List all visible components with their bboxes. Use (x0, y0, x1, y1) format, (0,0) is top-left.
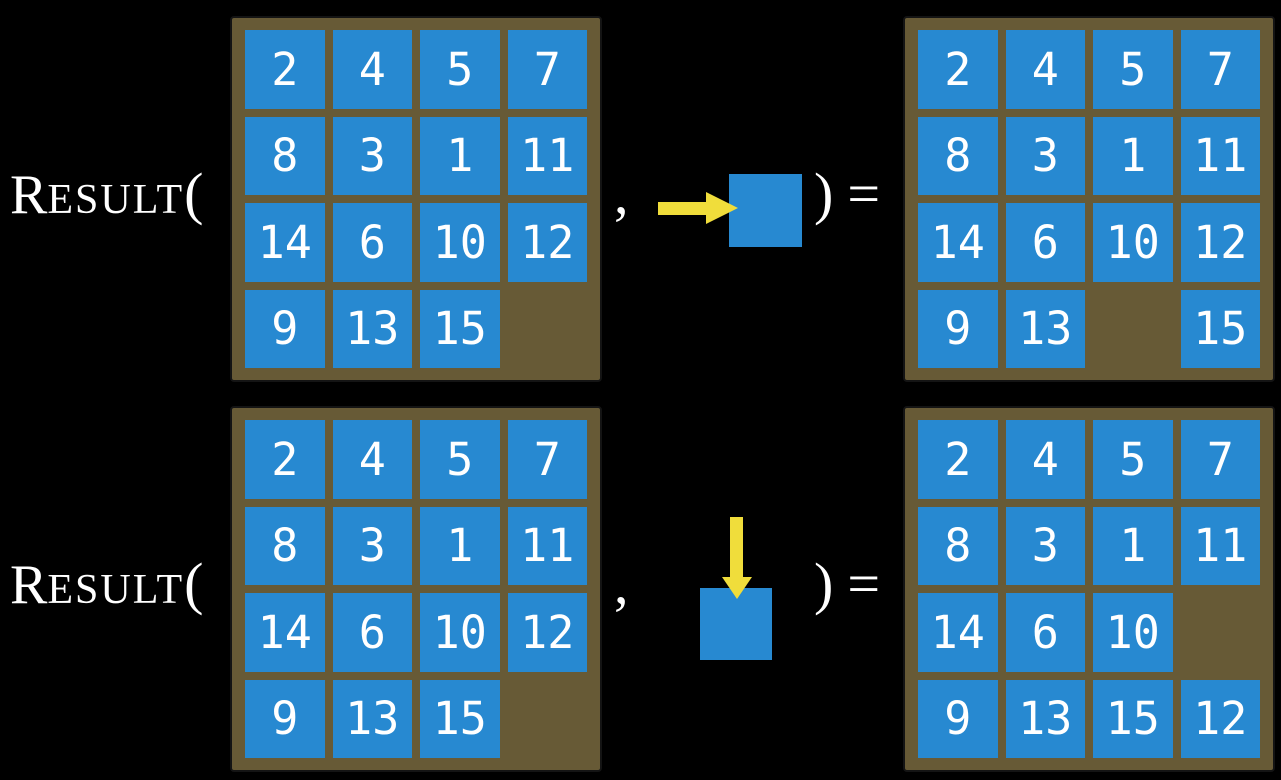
puzzle-tile: 13 (332, 679, 412, 758)
puzzle-tile: 15 (420, 289, 500, 368)
blank-cell (508, 680, 588, 759)
puzzle-tile: 5 (1093, 30, 1173, 109)
puzzle-tile: 15 (1180, 289, 1260, 368)
argument-comma: , (614, 551, 629, 616)
puzzle-tile: 12 (1180, 679, 1260, 758)
arrow-shaft (730, 517, 743, 579)
function-name-initial: R (10, 554, 48, 616)
puzzle-tile: 11 (1180, 116, 1260, 195)
puzzle-tile: 5 (420, 420, 500, 499)
puzzle-tile: 4 (1005, 420, 1085, 499)
puzzle-tile: 9 (918, 289, 998, 368)
puzzle-tile: 14 (245, 203, 325, 282)
puzzle-tile: 10 (420, 593, 500, 672)
puzzle-tile: 6 (1005, 203, 1085, 282)
puzzle-tile: 13 (1005, 679, 1085, 758)
puzzle-tile: 10 (1093, 203, 1173, 282)
moved-tile-square (700, 588, 772, 660)
puzzle-tile: 4 (1005, 30, 1085, 109)
puzzle-tile: 10 (1093, 593, 1173, 672)
puzzle-tile: 9 (918, 679, 998, 758)
puzzle-tile: 9 (245, 289, 325, 368)
puzzle-tile: 8 (245, 506, 325, 585)
puzzle-tile: 6 (1005, 593, 1085, 672)
puzzle-tile: 4 (332, 30, 412, 109)
puzzle-tile: 6 (332, 593, 412, 672)
move-down-arrow-icon (722, 517, 752, 599)
puzzle-tile: 14 (245, 593, 325, 672)
puzzle-tile: 8 (918, 506, 998, 585)
close-paren-equals: ) = (814, 555, 880, 613)
equals-sign: = (847, 161, 881, 226)
puzzle-tile: 2 (918, 30, 998, 109)
puzzle-tile: 3 (1005, 506, 1085, 585)
puzzle-tile: 2 (245, 420, 325, 499)
function-name-initial: R (10, 164, 48, 226)
close-paren-equals: ) = (814, 165, 880, 223)
function-name-rest: ESULT (47, 567, 185, 613)
puzzle-tile: 7 (1180, 30, 1260, 109)
open-paren: ( (184, 161, 204, 226)
open-paren: ( (184, 551, 204, 616)
close-paren: ) (814, 161, 834, 226)
puzzle-tile: 2 (245, 30, 325, 109)
equals-sign: = (847, 551, 881, 616)
puzzle-tile: 8 (918, 116, 998, 195)
moved-tile-square (729, 174, 802, 247)
puzzle-tile: 7 (507, 30, 587, 109)
puzzle-tile: 4 (332, 420, 412, 499)
puzzle-tile: 11 (507, 116, 587, 195)
puzzle-tile: 11 (507, 506, 587, 585)
function-name-rest: ESULT (47, 177, 185, 223)
puzzle-tile: 11 (1180, 506, 1260, 585)
arrow-head (706, 192, 738, 224)
puzzle-tile: 7 (507, 420, 587, 499)
puzzle-tile: 12 (1180, 203, 1260, 282)
puzzle-tile: 13 (1005, 289, 1085, 368)
puzzle-tile: 15 (1093, 679, 1173, 758)
puzzle-tile: 15 (420, 679, 500, 758)
puzzle-tile: 14 (918, 203, 998, 282)
puzzle-tile: 6 (332, 203, 412, 282)
puzzle-tile: 8 (245, 116, 325, 195)
puzzle-tile: 1 (1093, 506, 1173, 585)
puzzle-tile: 5 (1093, 420, 1173, 499)
puzzle-tile: 9 (245, 679, 325, 758)
puzzle-tile: 3 (332, 116, 412, 195)
puzzle-tile: 3 (332, 506, 412, 585)
puzzle-tile: 1 (1093, 116, 1173, 195)
arrow-shaft (658, 202, 708, 215)
puzzle-tile: 12 (507, 203, 587, 282)
puzzle-tile: 3 (1005, 116, 1085, 195)
argument-comma: , (614, 161, 629, 226)
puzzle-tile: 14 (918, 593, 998, 672)
puzzle-tile: 12 (507, 593, 587, 672)
puzzle-tile: 5 (420, 30, 500, 109)
puzzle-tile: 13 (332, 289, 412, 368)
puzzle-tile: 7 (1180, 420, 1260, 499)
puzzle-tile: 2 (918, 420, 998, 499)
close-paren: ) (814, 551, 834, 616)
puzzle-tile: 1 (420, 116, 500, 195)
move-right-arrow-icon (658, 192, 738, 224)
arrow-head (722, 577, 752, 599)
puzzle-tile: 1 (420, 506, 500, 585)
puzzle-tile: 10 (420, 203, 500, 282)
blank-cell (1181, 593, 1261, 672)
